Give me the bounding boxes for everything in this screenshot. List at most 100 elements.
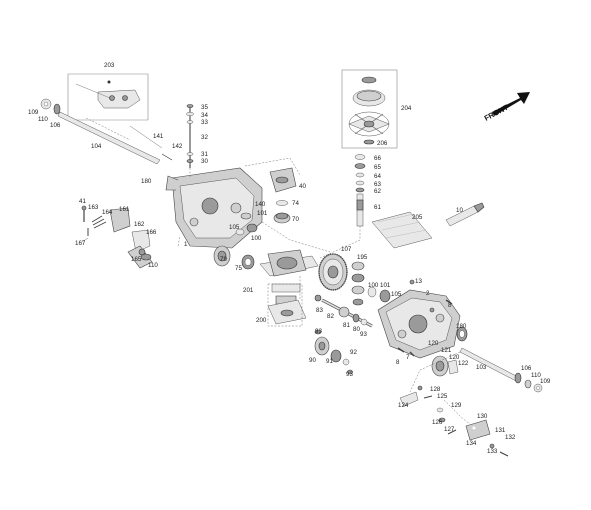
callout-162: 162 — [134, 221, 145, 228]
callout-90: 90 — [309, 357, 316, 364]
callout-63: 63 — [374, 181, 381, 188]
callout-206: 206 — [377, 140, 388, 147]
brake-lever-cluster — [81, 205, 153, 269]
bolts-8-7 — [397, 299, 453, 357]
callout-110-c: 110 — [531, 372, 541, 379]
callout-165: 165 — [131, 256, 142, 263]
shift-fork-40 — [269, 167, 297, 193]
callout-40: 40 — [299, 183, 306, 190]
shift-shaft-stack — [186, 104, 194, 168]
callout-103: 103 — [476, 364, 487, 371]
callout-81: 81 — [343, 322, 350, 329]
callout-120: 120 — [428, 340, 439, 347]
seal-180-right — [456, 326, 468, 342]
callout-79: 79 — [220, 256, 227, 263]
callout-35: 35 — [201, 104, 208, 111]
callout-141: 141 — [153, 133, 164, 140]
callout-109: 109 — [28, 109, 39, 116]
callout-7: 7 — [406, 354, 410, 361]
gear-70 — [273, 212, 291, 224]
sealant-gasket-205 — [371, 211, 433, 249]
bevel-gear-90 — [314, 336, 330, 356]
callout-161: 161 — [119, 206, 130, 213]
callout-75: 75 — [235, 265, 242, 272]
callout-180-b: 180 — [456, 323, 467, 330]
washer-92 — [342, 358, 350, 366]
callout-8-b: 8 — [396, 359, 400, 366]
gear-stack-195 — [351, 261, 365, 306]
inset-box-203 — [67, 73, 149, 121]
callout-163: 163 — [88, 204, 99, 211]
bearing-group-left — [235, 212, 258, 236]
callout-124: 124 — [398, 402, 409, 409]
callout-128: 128 — [430, 386, 441, 393]
callout-8: 8 — [448, 302, 452, 309]
callout-62: 62 — [374, 188, 381, 195]
brake-linkage-lower — [399, 385, 509, 457]
washer-74 — [275, 200, 289, 206]
ring-gear-107 — [318, 253, 348, 291]
callout-31: 31 — [201, 151, 208, 158]
callout-30: 30 — [201, 158, 208, 165]
callout-107: 107 — [341, 246, 352, 253]
callout-129: 129 — [451, 402, 462, 409]
bearing-group-mid — [367, 286, 391, 303]
cooling-fan — [348, 111, 390, 137]
callout-83: 83 — [316, 307, 323, 314]
callout-100-b: 100 — [368, 282, 379, 289]
front-label: FRONT — [483, 102, 510, 122]
callout-10: 10 — [456, 207, 463, 214]
callout-142: 142 — [172, 143, 183, 150]
callout-200: 200 — [256, 317, 267, 324]
callout-41: 41 — [79, 198, 86, 205]
output-shaft — [314, 294, 373, 328]
input-shaft-stack — [354, 154, 366, 227]
right-axle-shaft — [459, 347, 543, 393]
callout-126: 126 — [432, 419, 443, 426]
callout-65: 65 — [374, 164, 381, 171]
callout-131: 131 — [495, 427, 506, 434]
callout-133: 133 — [487, 448, 498, 455]
callout-132: 132 — [505, 434, 516, 441]
callout-74: 74 — [292, 200, 299, 207]
callout-80: 80 — [353, 326, 360, 333]
callout-70: 70 — [292, 216, 299, 223]
callout-33: 33 — [201, 119, 208, 126]
callout-93-c: 93 — [346, 371, 353, 378]
left-housing-1 — [165, 167, 263, 249]
callout-166: 166 — [146, 229, 157, 236]
callout-101: 101 — [257, 210, 268, 217]
callout-204: 204 — [401, 105, 412, 112]
callout-104: 104 — [91, 143, 102, 150]
front-arrow: FRONT — [483, 92, 530, 123]
callout-105: 105 — [229, 224, 240, 231]
callout-34: 34 — [201, 112, 208, 119]
callout-101-b: 101 — [380, 282, 391, 289]
bearing-75 — [241, 254, 255, 270]
sealant-tube-10 — [445, 202, 485, 227]
assembly-guide-lines — [85, 117, 471, 425]
bevel-gear-79 — [213, 245, 231, 267]
callout-205: 205 — [412, 214, 423, 221]
callout-1: 1 — [184, 241, 188, 248]
callout-106: 106 — [50, 122, 61, 129]
callout-109-b: 109 — [540, 378, 551, 385]
callout-122: 122 — [458, 360, 469, 367]
callout-61: 61 — [374, 204, 381, 211]
callout-140: 140 — [255, 201, 266, 208]
callout-labels: 203 109 110 106 104 141 142 180 35 34 33… — [28, 62, 551, 455]
callout-92: 92 — [350, 349, 357, 356]
callout-120-b: 120 — [449, 354, 460, 361]
callout-203: 203 — [104, 62, 115, 69]
callout-100: 100 — [251, 235, 262, 242]
callout-106-b: 106 — [521, 365, 532, 372]
callout-130: 130 — [477, 413, 488, 420]
callout-127: 127 — [444, 426, 455, 433]
callout-105-b: 105 — [391, 291, 402, 298]
pin-93-lower — [347, 369, 353, 375]
callout-121: 121 — [441, 347, 452, 354]
callout-93-b: 93 — [315, 328, 322, 335]
callout-134: 134 — [466, 440, 477, 447]
callout-110: 110 — [38, 116, 48, 123]
